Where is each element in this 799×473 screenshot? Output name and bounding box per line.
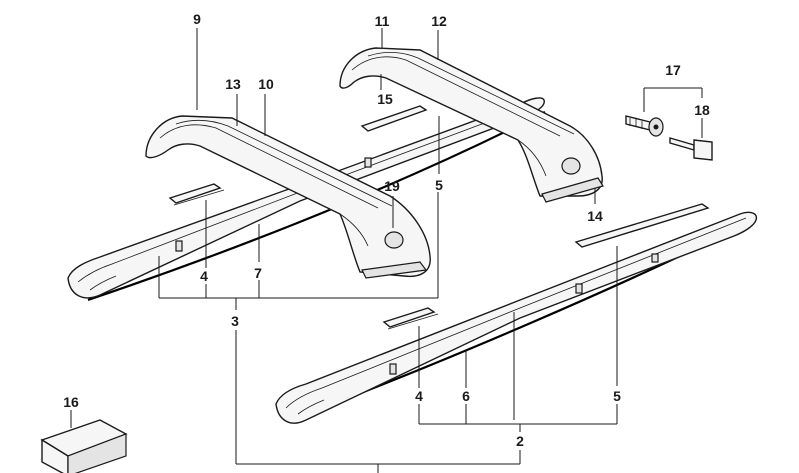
callout-19: 19 — [384, 178, 400, 194]
callout-16: 16 — [63, 394, 79, 410]
packaging-box — [40, 419, 128, 473]
leader-lines — [70, 28, 703, 473]
callout-6: 6 — [462, 388, 470, 404]
callout-9: 9 — [193, 11, 201, 27]
callout-labels: 9 11 12 13 10 15 17 18 19 5 14 4 7 3 16 … — [63, 11, 710, 449]
callout-12: 12 — [431, 13, 447, 29]
callout-15: 15 — [377, 91, 393, 107]
roof-rail-upper — [67, 97, 546, 302]
callout-4-lower: 4 — [415, 388, 423, 404]
crossbar-rear — [339, 47, 604, 203]
callout-5-upper: 5 — [435, 177, 443, 193]
callout-4-upper: 4 — [200, 268, 208, 284]
callout-11: 11 — [375, 13, 390, 29]
callout-17: 17 — [665, 62, 681, 78]
callout-10: 10 — [258, 76, 274, 92]
crossbar-front — [145, 115, 431, 279]
callout-7: 7 — [254, 265, 262, 281]
roof-rail-lower — [275, 203, 758, 424]
callout-5-lower: 5 — [613, 388, 621, 404]
callout-2: 2 — [516, 433, 524, 449]
callout-3: 3 — [231, 313, 239, 329]
callout-18: 18 — [694, 102, 710, 118]
callout-14: 14 — [587, 208, 603, 224]
callout-13: 13 — [225, 76, 241, 92]
lock-cylinder-and-key — [625, 115, 713, 161]
